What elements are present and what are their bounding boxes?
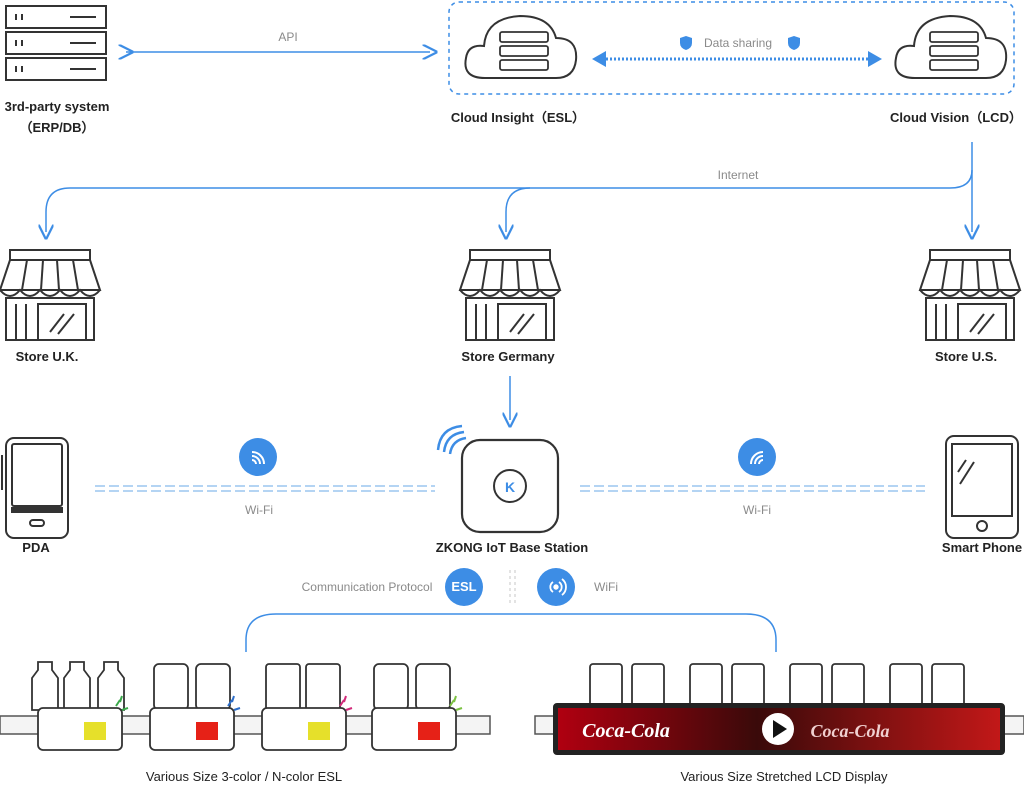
- base-station-icon: [436, 424, 560, 534]
- communication-protocol-label: Communication Protocol: [301, 580, 433, 594]
- wifi-icon: [750, 451, 764, 465]
- esl-led-indicators: [115, 695, 463, 711]
- cloud-insight-label: Cloud Insight（ESL）: [450, 110, 586, 125]
- store-us-label: Store U.S.: [934, 349, 998, 364]
- wifi-badge-left: [239, 438, 277, 476]
- wifi-bottom-label: WiFi: [594, 580, 618, 594]
- wifi-right-label: Wi-Fi: [743, 503, 771, 517]
- wifi-icon: [251, 451, 265, 465]
- lcd-shelf: [534, 663, 1024, 755]
- third-party-label-1: 3rd-party system: [4, 99, 110, 114]
- third-party-label-2: （ERP/DB）: [19, 120, 95, 135]
- esl-badge-label: ESL: [451, 579, 477, 594]
- store-uk-label: Store U.K.: [15, 349, 79, 364]
- data-sharing-connection: [592, 36, 882, 67]
- wifi-link-left: [95, 485, 435, 492]
- internet-label: Internet: [717, 168, 759, 182]
- wifi-left-label: Wi-Fi: [245, 503, 273, 517]
- pda-icon: [1, 437, 69, 539]
- pda-label: PDA: [22, 540, 50, 555]
- shield-icon: [788, 36, 800, 50]
- wifi-icon: [549, 578, 567, 596]
- esl-screen-yellow: [308, 722, 330, 740]
- base-station-label: ZKONG IoT Base Station: [435, 540, 589, 555]
- wifi-badge-right: [738, 438, 776, 476]
- store-uk-icon: [0, 249, 102, 341]
- esl-screen-yellow: [84, 722, 106, 740]
- shield-icon: [680, 36, 692, 50]
- lcd-caption: Various Size Stretched LCD Display: [680, 769, 888, 784]
- esl-shelf: [0, 661, 491, 751]
- cloud-vision-icon: [894, 14, 1008, 79]
- esl-badge: ESL: [445, 568, 483, 606]
- store-germany-icon: [458, 249, 562, 341]
- smartphone-icon: [945, 435, 1019, 539]
- store-us-icon: [918, 249, 1022, 341]
- wifi-badge-bottom: [537, 568, 575, 606]
- internet-connection: [46, 142, 972, 232]
- smart-phone-label: Smart Phone: [941, 540, 1023, 555]
- data-sharing-label: Data sharing: [703, 36, 773, 50]
- esl-screen-red: [418, 722, 440, 740]
- esl-caption: Various Size 3-color / N-color ESL: [145, 769, 343, 784]
- banner-brand-text: Coca-Cola: [811, 721, 890, 741]
- display-bracket: [245, 613, 777, 652]
- base-station-logo: K: [505, 479, 515, 495]
- esl-screen-red: [196, 722, 218, 740]
- banner-brand-text: Coca-Cola: [582, 720, 670, 742]
- server-rack-icon: [5, 5, 107, 81]
- cloud-insight-icon: [464, 14, 578, 79]
- api-label: API: [278, 30, 298, 44]
- cloud-frame: [448, 1, 1015, 95]
- store-germany-label: Store Germany: [461, 349, 555, 364]
- cloud-vision-label: Cloud Vision（LCD）: [890, 110, 1022, 125]
- protocol-divider: [509, 570, 516, 605]
- wifi-link-right: [580, 485, 925, 492]
